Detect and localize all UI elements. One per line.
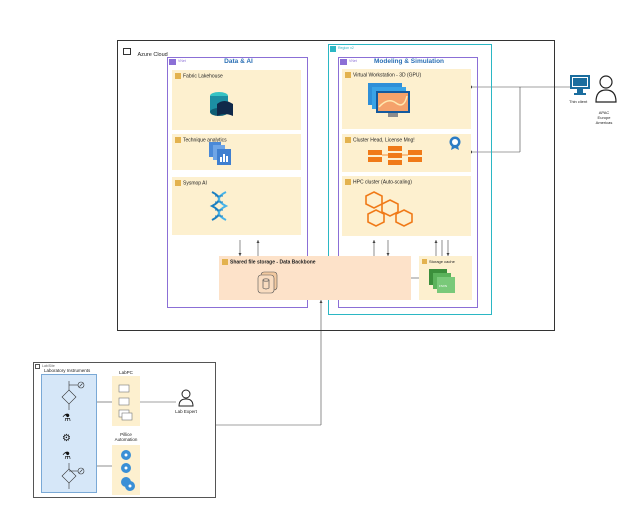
sysmop-ai-panel: Sysmop AI <box>172 177 301 235</box>
storage-cache-panel: Storage cache FSXN <box>419 256 472 300</box>
lab-site-icon <box>35 364 40 369</box>
lab-site-label: Lab/Site <box>42 364 55 368</box>
cloud-icon <box>123 48 131 56</box>
license-badge-icon <box>449 136 461 150</box>
hpc-hexagon-icon <box>365 191 413 227</box>
lab-instruments-panel: Laboratory Instruments ⚗ ⚙ ⚗ <box>41 368 97 493</box>
svg-text:⚗: ⚗ <box>62 413 71 424</box>
svg-text:⚙: ⚙ <box>62 433 71 444</box>
region-label: Region x2 <box>338 46 354 50</box>
resource-icon <box>345 137 351 143</box>
storage-cache-label: Storage cache <box>429 259 455 264</box>
technique-analytics-panel: Technique analytics <box>172 134 301 170</box>
region-americas: Americas <box>595 120 613 125</box>
data-ai-vnet: VNet Data & AI <box>167 57 308 308</box>
resource-icon <box>175 137 181 143</box>
region-group: Region x2 <box>328 44 492 315</box>
file-storage-icon <box>257 271 278 294</box>
virtual-workstation-label: Virtual Workstation - 3D (GPU) <box>353 72 422 79</box>
thin-client-regions: APAC Europe Americas <box>594 110 614 125</box>
lab-expert-icon <box>178 389 194 407</box>
hpc-cluster-panel: HPC cluster (Auto-scaling) <box>342 176 471 236</box>
hpc-cluster-label: HPC cluster (Auto-scaling) <box>353 179 412 186</box>
vnet-icon <box>169 59 176 65</box>
sysmop-ai-label: Sysmop AI <box>183 180 207 187</box>
azure-cloud-group: Azure Cloud <box>117 40 555 331</box>
resource-icon <box>345 179 351 185</box>
automation-panel: Pillice Automation <box>112 432 140 495</box>
cluster-head-label: Cluster Head, License Mng! <box>353 137 415 144</box>
vnet-label: VNet <box>349 59 357 63</box>
azure-cloud-header: Azure Cloud <box>123 43 168 61</box>
resource-icon <box>422 259 427 265</box>
lab-expert-label: Lab Expert <box>175 409 197 414</box>
data-ai-title: Data & AI <box>224 58 253 65</box>
vnet-icon <box>340 59 347 65</box>
labpc-panel: LabPC <box>112 370 140 426</box>
resource-icon <box>345 72 351 78</box>
lab-instruments-title: Laboratory Instruments <box>44 368 91 373</box>
instrument-icons: ⚗ ⚙ ⚗ <box>61 381 85 489</box>
dna-icon <box>209 191 229 221</box>
labpc-label: LabPC <box>119 370 133 375</box>
resource-icon <box>175 73 181 79</box>
azure-cloud-title: Azure Cloud <box>137 52 168 58</box>
region-apac: APAC <box>598 110 610 115</box>
analytics-icon <box>209 142 231 165</box>
region-icon <box>330 46 336 52</box>
labpc-computers-icon <box>118 384 133 421</box>
resource-icon <box>175 180 181 186</box>
lab-site-group: Lab/Site <box>33 362 216 498</box>
thin-client-label: Thin client <box>569 99 588 104</box>
resource-icon <box>222 259 228 265</box>
technique-analytics-label: Technique analytics <box>183 137 227 144</box>
region-europe: Europe <box>597 115 611 120</box>
shared-storage-panel: Shared file storage - Data Backbone <box>219 256 411 300</box>
cluster-head-panel: Cluster Head, License Mng! <box>342 134 471 172</box>
fsxn-icon <box>429 269 455 293</box>
fabric-lakehouse-panel: Fabric Lakehouse <box>172 70 301 130</box>
modeling-vnet: VNet Modeling & Simulation <box>338 57 478 308</box>
workstation-icon <box>368 83 410 117</box>
fabric-lakehouse-label: Fabric Lakehouse <box>183 73 223 80</box>
cluster-nodes-icon <box>368 146 422 165</box>
virtual-workstation-panel: Virtual Workstation - 3D (GPU) <box>342 69 471 129</box>
thin-client-icon <box>570 75 617 103</box>
modeling-title: Modeling & Simulation <box>373 58 445 65</box>
svg-text:⚗: ⚗ <box>62 451 71 462</box>
automation-label: Pillice Automation <box>114 432 138 442</box>
shared-storage-label: Shared file storage - Data Backbone <box>230 259 316 266</box>
automation-gears-icon <box>121 450 135 491</box>
lakehouse-icon <box>210 92 233 116</box>
vnet-label: VNet <box>178 59 186 63</box>
fsxn-text: FSXN <box>439 284 448 288</box>
